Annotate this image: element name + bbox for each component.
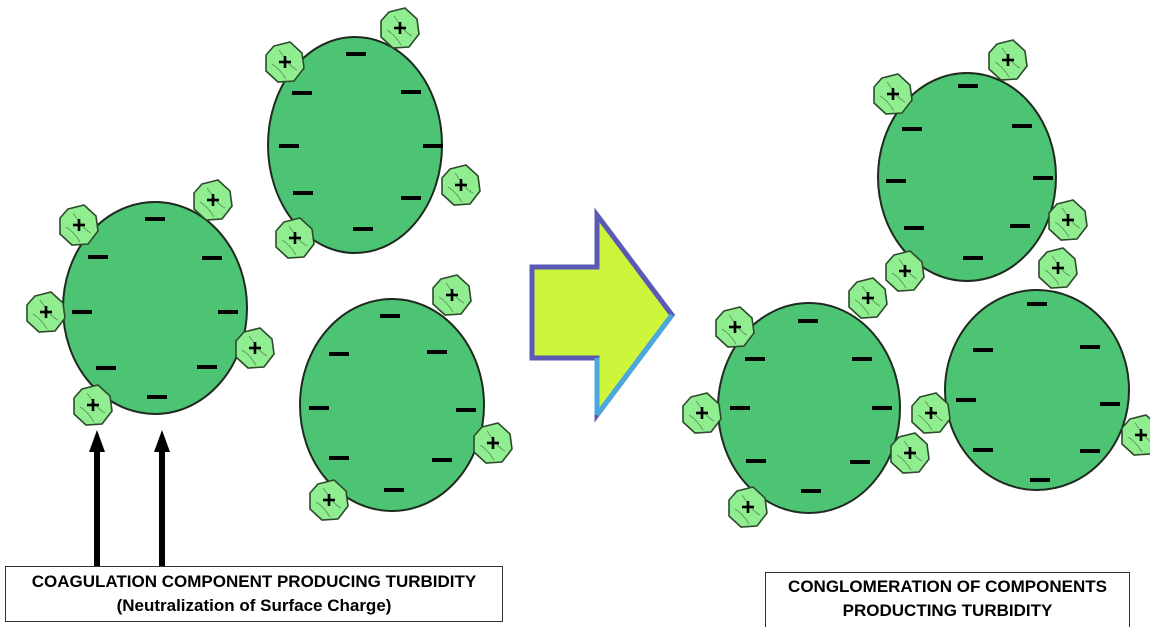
negative-charge-icon	[88, 255, 108, 259]
particle-bottom	[299, 298, 485, 512]
negative-charge-icon	[973, 448, 993, 452]
negative-charge-icon	[850, 460, 870, 464]
negative-charge-icon	[197, 365, 217, 369]
pointer-arrow	[89, 430, 105, 568]
negative-charge-icon	[380, 314, 400, 318]
positive-coagulant-icon	[889, 431, 931, 475]
particle-top	[267, 36, 443, 254]
negative-charge-icon	[956, 398, 976, 402]
negative-charge-icon	[384, 488, 404, 492]
positive-coagulant-icon	[872, 72, 914, 116]
negative-charge-icon	[1100, 402, 1120, 406]
positive-coagulant-icon	[472, 421, 514, 465]
negative-charge-icon	[329, 352, 349, 356]
negative-charge-icon	[1012, 124, 1032, 128]
positive-coagulant-icon	[264, 40, 306, 84]
positive-coagulant-icon	[431, 273, 473, 317]
negative-charge-icon	[218, 310, 238, 314]
negative-charge-icon	[145, 217, 165, 221]
negative-charge-icon	[401, 196, 421, 200]
negative-charge-icon	[1080, 345, 1100, 349]
negative-charge-icon	[346, 52, 366, 56]
negative-charge-icon	[798, 319, 818, 323]
negative-charge-icon	[456, 408, 476, 412]
negative-charge-icon	[432, 458, 452, 462]
negative-charge-icon	[401, 90, 421, 94]
negative-charge-icon	[886, 179, 906, 183]
caption-coagulation: COAGULATION COMPONENT PRODUCING TURBIDIT…	[5, 566, 503, 622]
negative-charge-icon	[1030, 478, 1050, 482]
caption-conglomeration-title: CONGLOMERATION OF COMPONENTS	[788, 577, 1107, 596]
negative-charge-icon	[1010, 224, 1030, 228]
negative-charge-icon	[72, 310, 92, 314]
positive-coagulant-icon	[379, 6, 421, 50]
positive-coagulant-icon	[847, 276, 889, 320]
positive-coagulant-icon	[1037, 246, 1079, 290]
right-conglomeration-group	[681, 38, 1150, 529]
positive-coagulant-icon	[440, 163, 482, 207]
positive-coagulant-icon	[192, 178, 234, 222]
negative-charge-icon	[329, 456, 349, 460]
floc-particle-top	[877, 72, 1057, 282]
negative-charge-icon	[746, 459, 766, 463]
negative-charge-icon	[1027, 302, 1047, 306]
negative-charge-icon	[730, 406, 750, 410]
left-neutralization-group	[25, 6, 514, 568]
negative-charge-icon	[427, 350, 447, 354]
negative-charge-icon	[147, 395, 167, 399]
positive-coagulant-icon	[910, 391, 952, 435]
positive-coagulant-icon	[681, 391, 723, 435]
negative-charge-icon	[202, 256, 222, 260]
caption-coagulation-title: COAGULATION COMPONENT PRODUCING TURBIDIT…	[31, 572, 477, 591]
caption-conglomeration: CONGLOMERATION OF COMPONENTS PRODUCTING …	[765, 572, 1130, 627]
pointer-arrow	[154, 430, 170, 568]
caption-coagulation-subtitle: (Neutralization of Surface Charge)	[116, 596, 392, 615]
negative-charge-icon	[963, 256, 983, 260]
negative-charge-icon	[423, 144, 443, 148]
negative-charge-icon	[973, 348, 993, 352]
negative-charge-icon	[904, 226, 924, 230]
negative-charge-icon	[902, 127, 922, 131]
negative-charge-icon	[801, 489, 821, 493]
negative-charge-icon	[1080, 449, 1100, 453]
negative-charge-icon	[1033, 176, 1053, 180]
positive-coagulant-icon	[987, 38, 1029, 82]
negative-charge-icon	[353, 227, 373, 231]
positive-coagulant-icon	[1047, 198, 1089, 242]
negative-charge-icon	[96, 366, 116, 370]
positive-coagulant-icon	[714, 305, 756, 349]
positive-coagulant-icon	[58, 203, 100, 247]
negative-charge-icon	[872, 406, 892, 410]
negative-charge-icon	[745, 357, 765, 361]
negative-charge-icon	[309, 406, 329, 410]
negative-charge-icon	[852, 357, 872, 361]
positive-coagulant-icon	[234, 326, 276, 370]
floc-particle-right	[944, 289, 1130, 491]
negative-charge-icon	[292, 91, 312, 95]
caption-conglomeration-subtitle: PRODUCTING TURBIDITY	[842, 601, 1053, 620]
positive-coagulant-icon	[25, 290, 67, 334]
process-arrow-icon	[529, 207, 676, 423]
negative-charge-icon	[293, 191, 313, 195]
positive-coagulant-icon	[1120, 413, 1150, 457]
negative-charge-icon	[958, 84, 978, 88]
negative-charge-icon	[279, 144, 299, 148]
